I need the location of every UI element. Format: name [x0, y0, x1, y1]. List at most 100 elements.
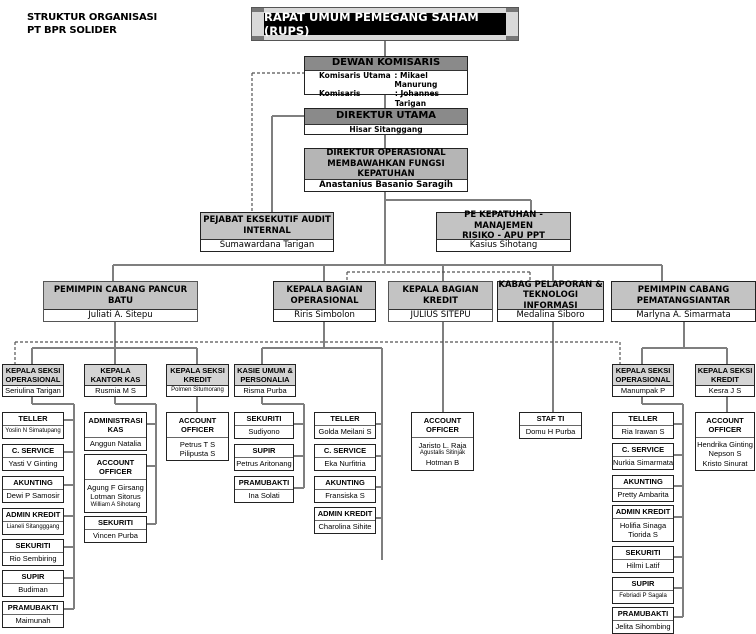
kepatuhan-box: PE KEPATUHAN - MANAJEMEN RISIKO - APU PP…	[436, 210, 571, 252]
chart-title-line1: STRUKTUR ORGANISASI	[27, 12, 158, 23]
staff-name: Lianeli Sitangggang	[6, 524, 60, 531]
staff-title: TELLER	[613, 413, 673, 426]
staff-title: ADMINISTRASI KAS	[85, 413, 146, 438]
staff-name: Lotman Sitorus	[90, 492, 141, 502]
staff-name: Jelita Sihombing	[615, 622, 671, 632]
staff-name: Petrus T S	[179, 439, 216, 449]
pb-kantor-kas-title-2: KANTOR KAS	[90, 375, 141, 384]
ps-seksi-kredit-title-1: KEPALA SEKSI	[697, 365, 753, 375]
staff-name: Charolina Sihite	[318, 522, 372, 532]
kabag-pelaporan-box: KABAG PELAPORAN & TEKNOLOGI INFORMASI Me…	[497, 280, 604, 322]
staff-title: SEKURITI	[613, 547, 673, 560]
direktur-operasional-name: Anastanius Basanio Saragih	[319, 180, 453, 191]
staff-title: C. SERVICE	[315, 445, 375, 458]
staff-name: Pilipusta S	[179, 449, 216, 458]
ps-seksi-ops-name: Manumpak P	[620, 386, 666, 396]
direktur-operasional-box: DIREKTUR OPERASIONAL MEMBAWAHKAN FUNGSI …	[304, 148, 468, 192]
direktur-utama-title: DIREKTUR UTAMA	[305, 109, 467, 125]
pancur-batu-title: PEMIMPIN CABANG PANCUR BATU	[53, 284, 188, 306]
staff-name: Hotman B	[425, 457, 460, 467]
staff-title: TELLER	[315, 413, 375, 426]
staff-name: Hendrika Ginting	[697, 439, 753, 449]
kabag-kredit-name: JULIUS SITEPU	[410, 310, 471, 321]
staff-name: Yoslin N Simatupang	[5, 428, 61, 435]
staff-name: Hilmi Latif	[626, 561, 660, 571]
kabag-operasional-name: Riris Simbolon	[294, 310, 355, 321]
staff-title: STAF TI	[520, 413, 581, 426]
staff-title: ADMIN KREDIT	[315, 508, 375, 521]
staff-title: PRAMUBAKTI	[235, 477, 293, 490]
komisaris-row: Komisaris : Johannes Tarigan	[305, 89, 467, 108]
komisaris-name: : Johannes Tarigan	[394, 89, 440, 108]
chart-title-line2: PT BPR SOLIDER	[27, 25, 117, 36]
pematangsiantar-name: Marlyna A. Simarmata	[636, 310, 731, 321]
dewan-komisaris-box: DEWAN KOMISARIS Komisaris Utama : Mikael…	[304, 56, 468, 108]
komisaris-utama-row: Komisaris Utama : Mikael Manurung	[305, 71, 467, 90]
staff-title: PRAMUBAKTI	[3, 602, 63, 615]
pb-seksi-ops-name: Seriulina Tarigan	[5, 386, 61, 396]
direktur-operasional-title-1: DIREKTUR OPERASIONAL	[326, 148, 446, 159]
staff-title: SEKURITI	[85, 517, 146, 530]
komisaris-utama-role: Komisaris Utama	[319, 70, 391, 80]
staff-title: PRAMUBAKTI	[613, 608, 673, 621]
staff-title: C. SERVICE	[613, 444, 673, 457]
kepatuhan-title-2: RISIKO - APU PPT	[462, 231, 545, 242]
staff-name: Nurkia Simarmata	[613, 458, 674, 468]
staff-name: Rio Sembiring	[9, 554, 57, 564]
staff-title: TELLER	[3, 413, 63, 426]
staff-name: Golda Meilani S	[318, 427, 372, 437]
staff-name: Eka Nurfitria	[324, 459, 366, 469]
staff-name: Petrus Aritonang	[236, 459, 292, 469]
pematangsiantar-title-2: PEMATANGSIANTAR	[636, 295, 731, 306]
staff-name: Dewi P Samosir	[6, 491, 60, 501]
kepatuhan-title-1: PE KEPATUHAN - MANAJEMEN	[464, 210, 543, 231]
staff-name: Budiman	[18, 585, 48, 595]
staff-name: Tiorida S	[628, 530, 658, 539]
direktur-operasional-title-2: MEMBAWAHKAN FUNGSI KEPATUHAN	[327, 158, 445, 180]
komisaris-utama-name: : Mikael Manurung	[394, 70, 438, 89]
staff-name: Agung F Girsang	[87, 482, 144, 492]
staff-name: Vincen Purba	[93, 531, 138, 541]
pb-seksi-kredit-title-1: KEPALA SEKSI	[170, 365, 225, 375]
kabag-kredit-box: KEPALA BAGIAN KREDIT JULIUS SITEPU	[388, 281, 493, 322]
audit-title-1: PEJABAT EKSEKUTIF AUDIT	[203, 215, 331, 226]
dewan-komisaris-title: DEWAN KOMISARIS	[305, 57, 467, 71]
staff-title: ACCOUNT OFFICER	[85, 455, 146, 480]
kabag-pelaporan-title-2: TEKNOLOGI INFORMASI	[522, 290, 578, 311]
audit-name: Sumawardana Tarigan	[219, 240, 315, 251]
staff-name: Ria Irawan S	[621, 427, 665, 437]
staff-title: SEKURITI	[235, 413, 293, 426]
staff-name: Domu H Purba	[525, 427, 576, 437]
staff-title: ADMIN KREDIT	[3, 509, 63, 522]
staff-name: Sudiyono	[248, 427, 280, 437]
kasie-umum-title-1: KASIE UMUM &	[237, 365, 293, 375]
audit-title-2: INTERNAL	[243, 226, 291, 236]
staff-name: Yasti V Ginting	[8, 459, 58, 469]
pancur-batu-box: PEMIMPIN CABANG PANCUR BATU Juliati A. S…	[43, 281, 198, 322]
pb-seksi-kredit-name: Polmen Situmorang	[171, 387, 224, 394]
kabag-kredit-title: KEPALA BAGIAN KREDIT	[402, 284, 479, 306]
kabag-pelaporan-name: Medalina Siboro	[516, 310, 585, 321]
staff-box-pb-ops-staff: ADMIN KREDIT Lianeli Sitangggang	[2, 508, 64, 535]
pematangsiantar-title-1: PEMIMPIN CABANG	[637, 284, 730, 295]
staff-title: ACCOUNT OFFICER	[412, 413, 473, 438]
ps-seksi-kredit-name: Kesra J S	[708, 386, 742, 396]
